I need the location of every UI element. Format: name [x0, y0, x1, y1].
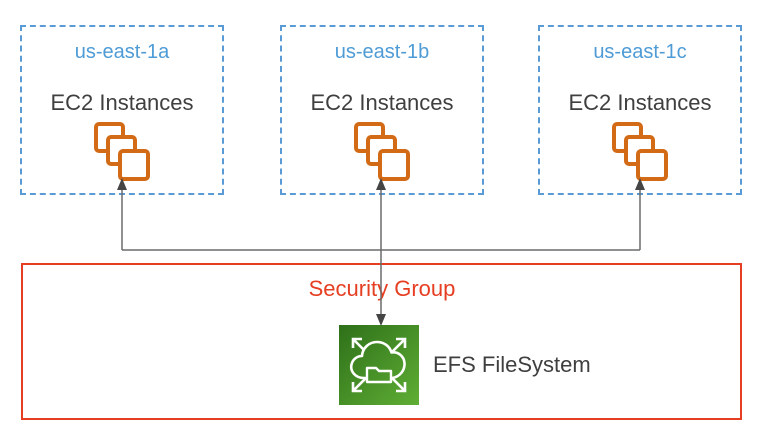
availability-zone-box-us-east-1a: us-east-1a EC2 Instances — [20, 25, 224, 195]
ec2-instances-label: EC2 Instances — [50, 90, 194, 115]
efs-icon — [339, 325, 419, 405]
az-title: us-east-1c — [593, 41, 687, 63]
availability-zone-box-us-east-1b: us-east-1b EC2 Instances — [280, 25, 484, 195]
ec2-instances-label: EC2 Instances — [568, 90, 712, 115]
ec2-instances-icon — [354, 122, 410, 181]
efs-filesystem-label: EFS FileSystem — [433, 352, 591, 377]
security-group-label: Security Group — [308, 276, 456, 301]
ec2-instances-label: EC2 Instances — [310, 90, 454, 115]
az-title: us-east-1a — [74, 41, 170, 63]
ec2-instances-icon — [612, 122, 668, 181]
az-title: us-east-1b — [334, 41, 430, 63]
efs-filesystem-item: EFS FileSystem — [339, 325, 591, 405]
availability-zone-box-us-east-1c: us-east-1c EC2 Instances — [538, 25, 742, 195]
ec2-instances-icon — [94, 122, 150, 181]
security-group-box: Security Group — [21, 263, 742, 420]
